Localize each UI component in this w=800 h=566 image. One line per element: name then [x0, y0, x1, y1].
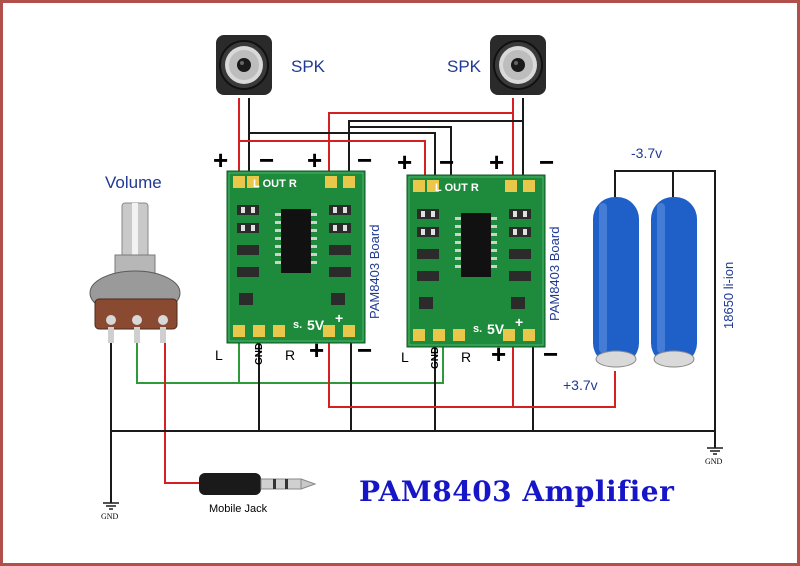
pam8403-board-2: +	[406, 174, 546, 348]
polarity-top-4: −	[357, 145, 373, 175]
gnd-symbol-left	[103, 502, 119, 510]
speaker-2-label: SPK	[447, 57, 482, 76]
polarity-bottom-1: +	[309, 335, 325, 365]
gnd-bus	[111, 430, 716, 448]
board-1-power-label: 5V	[307, 317, 325, 333]
board-2-power-label: 5V	[487, 321, 505, 337]
wiring-svg: + +	[89, 35, 723, 510]
svg-text:+: +	[335, 310, 343, 326]
polarity-bottom-4: −	[543, 339, 559, 369]
pot-jack-wire	[164, 341, 203, 484]
polarity-top-2: −	[259, 145, 275, 175]
board-2-pin-l: L	[401, 349, 409, 365]
polarity-top-3: +	[307, 145, 323, 175]
power-bus	[328, 343, 616, 408]
volume-potentiometer	[89, 202, 181, 343]
volume-label: Volume	[105, 173, 162, 192]
board-1-pin-r: R	[285, 347, 296, 363]
polarity-top-1: +	[213, 145, 229, 175]
board-1-s-label: s.	[293, 319, 303, 331]
cross-wire-black-b	[249, 132, 436, 178]
gnd-label-left: GND	[101, 512, 119, 521]
diagram-title: PAM8403 Amplifier	[359, 475, 675, 508]
cross-wire-red-a	[328, 112, 513, 178]
board-1-label: PAM8403 Board	[367, 224, 382, 319]
battery-2	[651, 197, 697, 368]
polarity-bottom-3: +	[491, 339, 507, 369]
speaker-2	[490, 35, 546, 95]
pam8403-board-1: +	[226, 170, 366, 344]
cross-wire-black-a	[348, 120, 523, 178]
polarity-top-6: −	[439, 147, 455, 177]
battery-1	[593, 197, 639, 368]
cross-wire-red-b	[239, 140, 426, 178]
polarity-top-8: −	[539, 147, 555, 177]
board-2-label: PAM8403 Board	[547, 226, 562, 321]
board-1-pin-l: L	[215, 347, 223, 363]
battery-type-label: 18650 li-ion	[721, 261, 736, 329]
board-1-pin-gnd: GND	[254, 342, 265, 365]
polarity-top-5: +	[397, 147, 413, 177]
green-signal-wire	[136, 341, 444, 384]
battery-pos-label: +3.7v	[563, 377, 598, 393]
speaker-1	[216, 35, 272, 95]
polarity-bottom-2: −	[357, 335, 373, 365]
gnd-symbol-right	[707, 447, 723, 455]
board-2-s-label: s.	[473, 323, 483, 335]
speaker-1-label: SPK	[291, 57, 326, 76]
battery-neg-label: -3.7v	[631, 145, 663, 161]
gnd-label-right: GND	[705, 457, 723, 466]
board-2-pin-gnd: GND	[430, 346, 441, 369]
cross-wire-black-c	[349, 126, 452, 178]
board-1-out-label: L OUT R	[253, 178, 297, 190]
board-2-pin-r: R	[461, 349, 472, 365]
board-2-out-label: L OUT R	[435, 182, 479, 194]
polarity-top-7: +	[489, 147, 505, 177]
battery-top-wire	[614, 170, 716, 431]
mobile-jack	[199, 473, 317, 495]
svg-text:+: +	[515, 314, 523, 330]
mobile-jack-label: Mobile Jack	[209, 503, 268, 515]
